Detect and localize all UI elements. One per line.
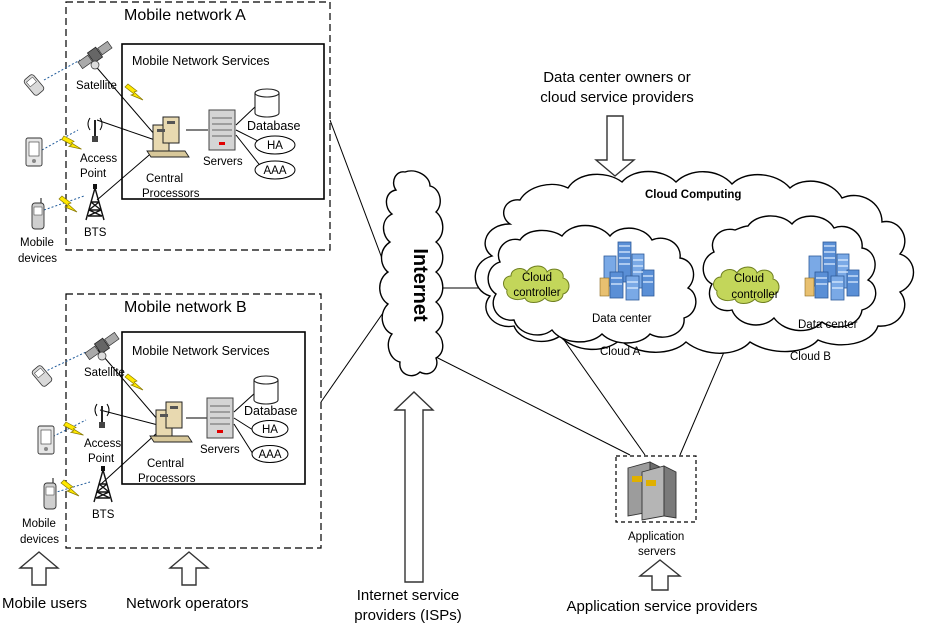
cloud-computing-title: Cloud Computing <box>645 189 741 201</box>
flip-phone-icon-b <box>30 364 54 388</box>
internet-cloud-shape <box>379 170 444 377</box>
satellite-icon-a <box>77 40 113 70</box>
cloud-a-label: Cloud A <box>600 346 641 358</box>
satellite-icon-b <box>84 331 120 361</box>
captions: Data center owners or cloud service prov… <box>2 69 757 624</box>
aaa-label-a: AAA <box>263 165 286 177</box>
application-servers-frame <box>615 455 697 523</box>
access-point-label-a-1: Access <box>80 153 117 165</box>
arrow-network-operators <box>168 551 210 586</box>
isps-caption-2: providers (ISPs) <box>354 607 462 624</box>
dc-owners-caption-2: cloud service providers <box>540 89 693 106</box>
cloud-controller-label-a-1: Cloud <box>522 272 552 284</box>
pda-icon-a <box>25 137 43 167</box>
central-processors-label-a-1: Central <box>146 173 183 185</box>
bts-label-b: BTS <box>92 509 115 521</box>
satellite-label-b: Satellite <box>84 367 125 379</box>
data-center-label-a: Data center <box>592 313 652 325</box>
mobile-network-a-title: Mobile network A <box>124 7 246 24</box>
aaa-label-b: AAA <box>258 449 281 461</box>
lightning-icon-a3 <box>58 195 78 213</box>
access-point-label-b-2: Point <box>88 453 115 465</box>
mobile-devices-label-a-2: devices <box>18 253 57 265</box>
application-servers-label-2: servers <box>638 546 676 558</box>
mobile-network-a: Mobile network A Mobile Network Services… <box>18 1 331 265</box>
services-title-a: Mobile Network Services <box>132 54 270 68</box>
server-icon-a <box>208 109 236 151</box>
lightning-icon-b3 <box>60 479 80 497</box>
cloud-b-label: Cloud B <box>790 351 831 363</box>
cloud-controller-label-a-2: controller <box>513 287 560 299</box>
application-servers-label-1: Application <box>628 531 684 543</box>
arrow-isps <box>393 391 435 583</box>
mobile-network-a-frame <box>65 1 331 251</box>
central-processors-label-b-2: Processors <box>138 473 196 485</box>
mobile-devices-label-a-1: Mobile <box>20 237 54 249</box>
cloud-controller-label-b-2: controller <box>731 289 778 301</box>
ha-ellipse-b <box>251 420 289 438</box>
pda-icon-b <box>37 425 55 455</box>
central-processors-label-a-2: Processors <box>142 188 200 200</box>
arrow-mobile-users <box>18 551 60 586</box>
access-point-icon-b <box>94 403 110 429</box>
isps-caption-1: Internet service <box>357 587 460 604</box>
mobile-network-b-title: Mobile network B <box>124 299 247 316</box>
aaa-ellipse-a <box>254 160 296 180</box>
dc-owners-caption-1: Data center owners or <box>543 69 691 86</box>
application-server-icon <box>627 461 677 521</box>
data-center-label-b: Data center <box>798 319 858 331</box>
mobile-network-b: Mobile network B Mobile Network Services… <box>20 293 322 549</box>
services-title-b: Mobile Network Services <box>132 344 270 358</box>
access-point-label-a-2: Point <box>80 168 107 180</box>
cloud-controller-label-b-1: Cloud <box>734 273 764 285</box>
satellite-label-a: Satellite <box>76 80 117 92</box>
ha-label-b: HA <box>262 424 278 436</box>
app-service-providers-caption: Application service providers <box>567 598 758 615</box>
arrow-app-providers <box>638 559 682 591</box>
flip-phone-icon-a <box>22 73 46 97</box>
internet-label: Internet <box>409 248 431 322</box>
central-processors-label-b-1: Central <box>147 458 184 470</box>
mobile-devices-label-b-2: devices <box>20 534 59 546</box>
cell-phone-icon-a <box>31 197 45 230</box>
mobile-users-caption: Mobile users <box>2 595 87 612</box>
servers-label-b: Servers <box>200 444 240 456</box>
aaa-ellipse-b <box>251 445 289 463</box>
access-point-icon-a <box>87 117 103 143</box>
cloud-computing: Cloud Computing Cloud controller Data ce… <box>474 170 915 363</box>
lightning-icon-a2 <box>60 133 82 153</box>
database-icon-a <box>254 88 280 118</box>
bts-tower-icon-b <box>93 465 113 503</box>
ha-ellipse-a <box>254 135 296 155</box>
servers-label-a: Servers <box>203 156 243 168</box>
bts-tower-icon-a <box>85 183 105 221</box>
application-servers: Application servers <box>615 455 697 558</box>
ha-label-a: HA <box>267 140 283 152</box>
arrows <box>18 115 682 591</box>
internet-cloud: Internet <box>379 170 444 377</box>
arrow-dc-owners <box>594 115 636 177</box>
database-label-a: Database <box>247 119 301 133</box>
cell-phone-icon-b <box>43 477 57 510</box>
bts-label-a: BTS <box>84 227 107 239</box>
database-label-b: Database <box>244 404 298 418</box>
access-point-label-b-1: Access <box>84 438 121 450</box>
network-operators-caption: Network operators <box>126 595 249 612</box>
database-icon-b <box>253 375 279 405</box>
server-icon-b <box>206 397 234 439</box>
mobile-devices-label-b-1: Mobile <box>22 518 56 530</box>
mobile-network-b-frame <box>65 293 322 549</box>
